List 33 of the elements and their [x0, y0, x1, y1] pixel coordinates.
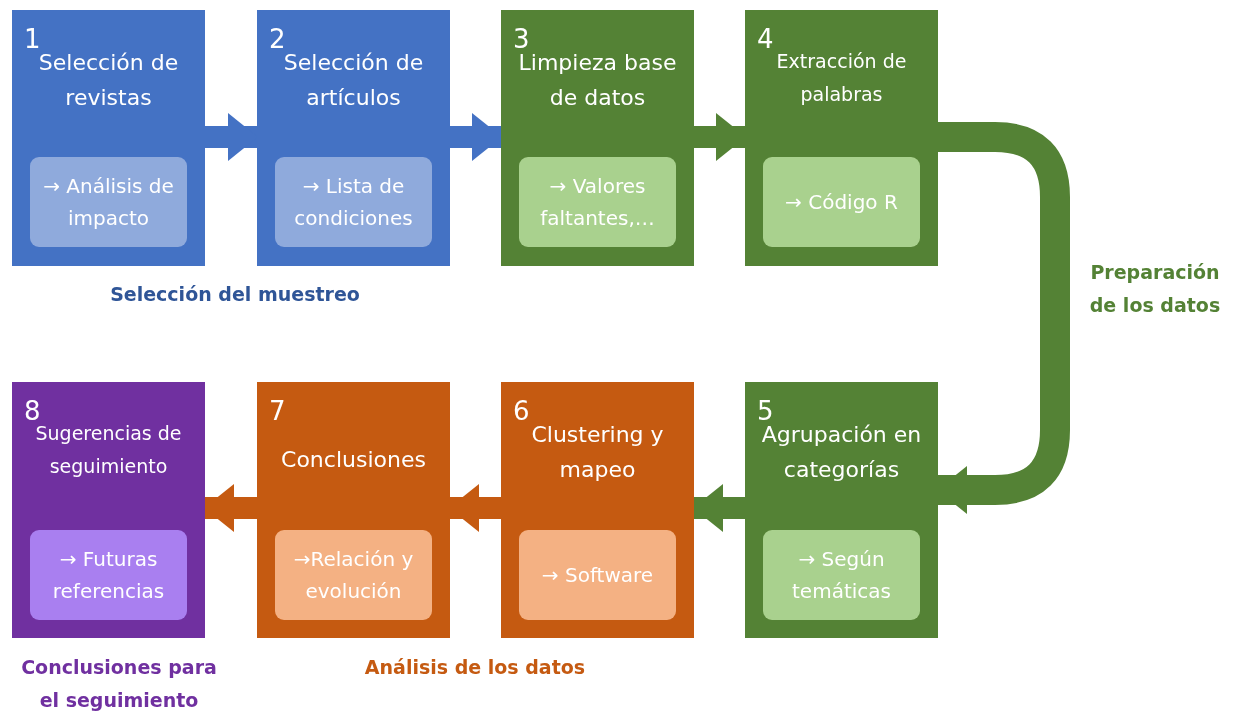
block-arrow [450, 113, 502, 161]
block-arrow [449, 484, 501, 532]
step-box [12, 10, 205, 266]
detail-box: → Valores faltantes,… [519, 157, 676, 247]
phase-label: Conclusiones para el seguimiento [20, 655, 218, 713]
step-title: Clustering y mapeo [530, 421, 665, 484]
detail-box: →Relación y evolución [275, 530, 432, 620]
phase-label: Preparación de los datos [1088, 260, 1222, 318]
step-box [745, 382, 938, 638]
step-box [745, 10, 938, 266]
block-arrow [937, 122, 1070, 514]
step-box [257, 10, 450, 266]
step-title: Conclusiones [280, 446, 427, 474]
detail-box: → Según temáticas [763, 530, 920, 620]
detail-box: → Código R [763, 157, 920, 247]
step-title: Extracción de palabras [775, 49, 908, 107]
detail-box: → Análisis de impacto [30, 157, 187, 247]
block-arrow [205, 113, 258, 161]
detail-box: → Lista de condiciones [275, 157, 432, 247]
block-arrow [204, 484, 257, 532]
step-number: 4 [757, 24, 774, 54]
block-arrow [693, 484, 745, 532]
step-number: 7 [269, 396, 286, 426]
step-box [501, 382, 694, 638]
step-box [257, 382, 450, 638]
phase-label: Análisis de los datos [363, 655, 587, 680]
detail-box: → Futuras referencias [30, 530, 187, 620]
step-box [501, 10, 694, 266]
detail-box: → Software [519, 530, 676, 620]
step-number: 6 [513, 396, 530, 426]
phase-label: Selección del muestreo [110, 282, 360, 307]
block-arrow [694, 113, 746, 161]
step-box [12, 382, 205, 638]
